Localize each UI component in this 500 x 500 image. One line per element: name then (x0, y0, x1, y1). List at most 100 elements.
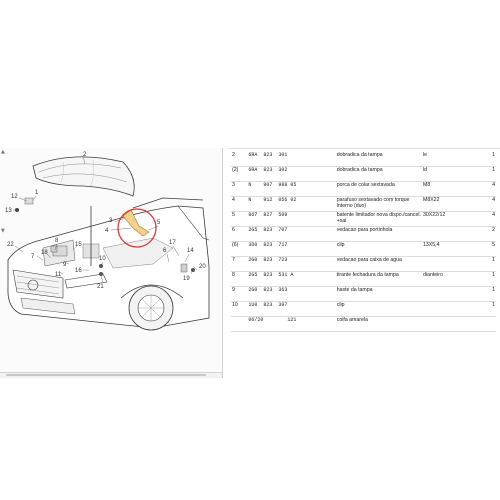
scroll-up-arrow-icon[interactable]: ▲ (1, 149, 5, 155)
table-row[interactable]: 4 N 912 056 02 parafuso sextavado com torq… (231, 197, 496, 212)
position-cell: 9 (232, 287, 235, 293)
callout-label: 4 (105, 228, 109, 234)
part-number-cell: 06/20 121 (248, 317, 297, 323)
parts-list-panel: 2 6RA 823 301 dobradica da tampa le 1 (2) 6RA … (228, 148, 500, 378)
remark-cell (422, 287, 482, 302)
quantity-cell: 4 (492, 182, 495, 188)
description-cell: dobradica da tampa (336, 152, 383, 158)
callout-label: 20 (199, 264, 206, 270)
callout-label: 13 (5, 208, 12, 214)
description-cell: batente limitador nova dispo./cancel. +s… (336, 212, 421, 225)
part-number-cell: 1U0 823 397 (248, 302, 288, 308)
hood-assembly-diagram: 2 12 13 1 3 4 5 22 8 18 15 7 16 9 11 21 … (5, 152, 210, 331)
position-cell: 10 (232, 302, 238, 308)
part-number-cell: 2G0 823 723 (248, 257, 288, 263)
description-cell: clip (336, 302, 345, 308)
position-cell: 7 (232, 257, 235, 263)
table-row[interactable]: (2) 6RA 823 302 dobradica da tampa ld 1 (231, 167, 496, 182)
callout-label: 7 (31, 254, 35, 260)
position-cell (231, 317, 247, 332)
callout-labels: 2 12 13 1 3 4 5 22 8 18 15 7 16 9 11 21 … (5, 152, 206, 290)
remark-cell: ld (423, 167, 428, 173)
callout-label: 21 (97, 284, 104, 290)
quantity-cell: 4 (492, 197, 495, 203)
table-row[interactable]: 06/20 121 coifa amarela (231, 317, 496, 332)
callout-label: 12 (11, 194, 18, 200)
table-row[interactable]: 9 2G0 823 363 haste da tampa 1 (231, 287, 496, 302)
part-number-cell: 2G5 823 707 (248, 227, 288, 233)
callout-label: 3 (109, 218, 113, 224)
description-cell: haste da tampa (336, 287, 373, 293)
callout-label: 22 (7, 242, 14, 248)
callout-label: 1 (35, 190, 39, 196)
quantity-cell: 4 (492, 212, 495, 218)
table-row[interactable]: 7 2G0 823 723 vedacao para caixa de agua 1 (231, 257, 496, 272)
position-cell: (6) (232, 242, 239, 248)
quantity-cell: 2 (492, 227, 495, 233)
remark-cell: 13X5,4 (423, 242, 440, 248)
callout-label: 8 (55, 238, 59, 244)
description-cell: dobradica da tampa (336, 167, 383, 173)
description-cell: coifa amarela (336, 317, 368, 323)
quantity-cell: 1 (492, 287, 495, 293)
part-number-cell: 2G5 823 531 A (248, 272, 294, 278)
callout-label: 5 (157, 220, 161, 226)
position-cell: (2) (232, 167, 239, 173)
description-cell: vedacao para portinhola (336, 227, 393, 233)
part-number-cell: 2G0 823 363 (248, 287, 288, 293)
quantity-cell: 1 (492, 272, 495, 278)
callout-label: 19 (183, 276, 190, 282)
table-row[interactable]: 10 1U0 823 397 clip 1 (231, 302, 496, 317)
part-number-cell: 867 827 509 (248, 212, 288, 218)
position-cell: 4 (232, 197, 235, 203)
remark-cell (422, 302, 482, 317)
divider (228, 148, 500, 149)
position-cell: 8 (232, 272, 235, 278)
callout-label: 16 (75, 268, 82, 274)
callout-label: 15 (75, 242, 82, 248)
horizontal-scrollbar[interactable] (0, 372, 222, 378)
description-cell: vedacao para caixa de agua (336, 257, 402, 263)
callout-label: 17 (169, 240, 176, 246)
description-cell: porca de colar sextavada (336, 182, 395, 188)
remark-cell: M8 (423, 182, 431, 188)
remark-cell (422, 317, 482, 332)
part-number-cell: N 912 056 02 (248, 197, 297, 203)
part-number-cell: 3D0 823 717 (248, 242, 288, 248)
position-cell: 2 (232, 152, 235, 158)
remark-cell: dianteiro (423, 272, 443, 278)
parts-table: 2 6RA 823 301 dobradica da tampa le 1 (2) 6RA … (231, 152, 496, 332)
callout-label: 9 (63, 262, 67, 268)
callout-label: 14 (187, 248, 194, 254)
diagram-panel: ▲ ▼ (0, 148, 223, 378)
quantity-cell: 1 (492, 167, 495, 173)
document-viewport: ▲ ▼ (0, 148, 500, 378)
part-number-cell: 6RA 823 301 (248, 152, 288, 158)
callout-label: 11 (55, 272, 62, 278)
callout-label: 2 (83, 152, 87, 158)
table-row[interactable]: 8 2G5 823 531 A tirante fechadura da tampa… (231, 272, 496, 287)
remark-cell: M8X22 (423, 197, 440, 203)
position-cell: 5 (232, 212, 235, 218)
remark-cell: le (423, 152, 428, 158)
scrollbar-thumb[interactable] (6, 374, 206, 376)
remark-cell (422, 227, 482, 242)
description-cell: parafuso sextavado com torque interno (d… (336, 197, 410, 210)
quantity-cell: 1 (492, 302, 495, 308)
remark-cell: 30X22/12 (423, 212, 446, 218)
table-row[interactable]: 5 867 827 509 batente limitador nova dispo… (231, 212, 496, 227)
quantity-cell (482, 317, 496, 332)
callout-label: 10 (99, 256, 106, 262)
description-cell: clip (336, 242, 345, 248)
scroll-down-arrow-icon[interactable]: ▼ (1, 228, 5, 234)
table-row[interactable]: 6 2G5 823 707 vedacao para portinhola 2 (231, 227, 496, 242)
description-cell: tirante fechadura da tampa (336, 272, 399, 278)
remark-cell (422, 257, 482, 272)
part-number-cell: 6RA 823 302 (248, 167, 288, 173)
quantity-cell: 1 (492, 257, 495, 263)
position-cell: 6 (232, 227, 235, 233)
callout-label: 18 (41, 250, 48, 256)
